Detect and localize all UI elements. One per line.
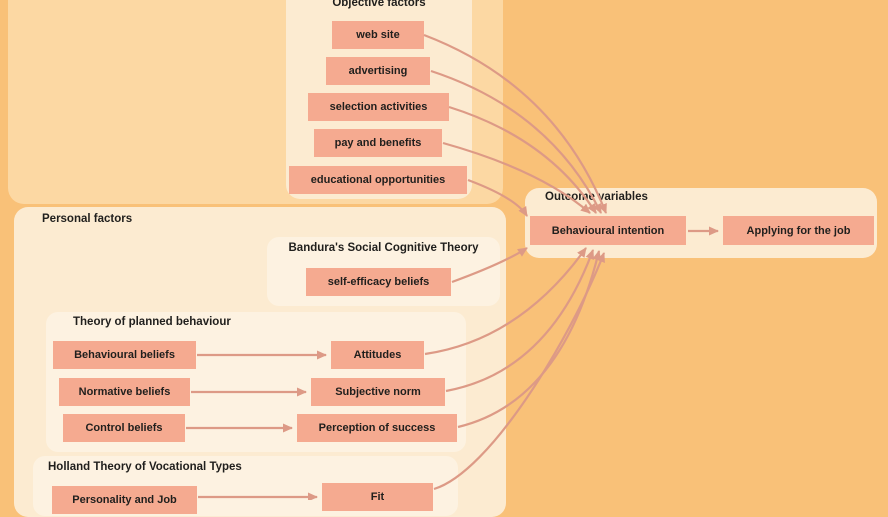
node-self-efficacy-beliefs: self-efficacy beliefs (306, 268, 451, 296)
bandura-title: Bandura's Social Cognitive Theory (288, 242, 479, 254)
node-advertising: advertising (326, 57, 430, 85)
holland-title: Holland Theory of Vocational Types (48, 461, 242, 473)
node-normative-beliefs: Normative beliefs (59, 378, 190, 406)
theoretical-framework-diagram: { "colors":{ "bg":"#f9c178", "panel-mid"… (8, 0, 877, 517)
node-control-beliefs: Control beliefs (63, 414, 185, 442)
node-educational-opportunities: educational opportunities (289, 166, 467, 194)
node-web-site: web site (332, 21, 424, 49)
tpb-title: Theory of planned behaviour (73, 316, 231, 328)
objective-factors-title: Objective factors (332, 0, 426, 9)
node-personality-and-job: Personality and Job (52, 486, 197, 514)
node-behavioural-intention: Behavioural intention (530, 216, 686, 245)
node-subjective-norm: Subjective norm (311, 378, 445, 406)
node-behavioural-beliefs: Behavioural beliefs (53, 341, 196, 369)
personal-factors-title: Personal factors (42, 213, 133, 225)
node-applying-for-the-job: Applying for the job (723, 216, 874, 245)
node-perception-of-success: Perception of success (297, 414, 457, 442)
outcome-variables-title: Outcome variables (545, 191, 648, 203)
node-attitudes: Attitudes (331, 341, 424, 369)
node-pay-and-benefits: pay and benefits (314, 129, 442, 157)
node-fit: Fit (322, 483, 433, 511)
node-selection-activities: selection activities (308, 93, 449, 121)
